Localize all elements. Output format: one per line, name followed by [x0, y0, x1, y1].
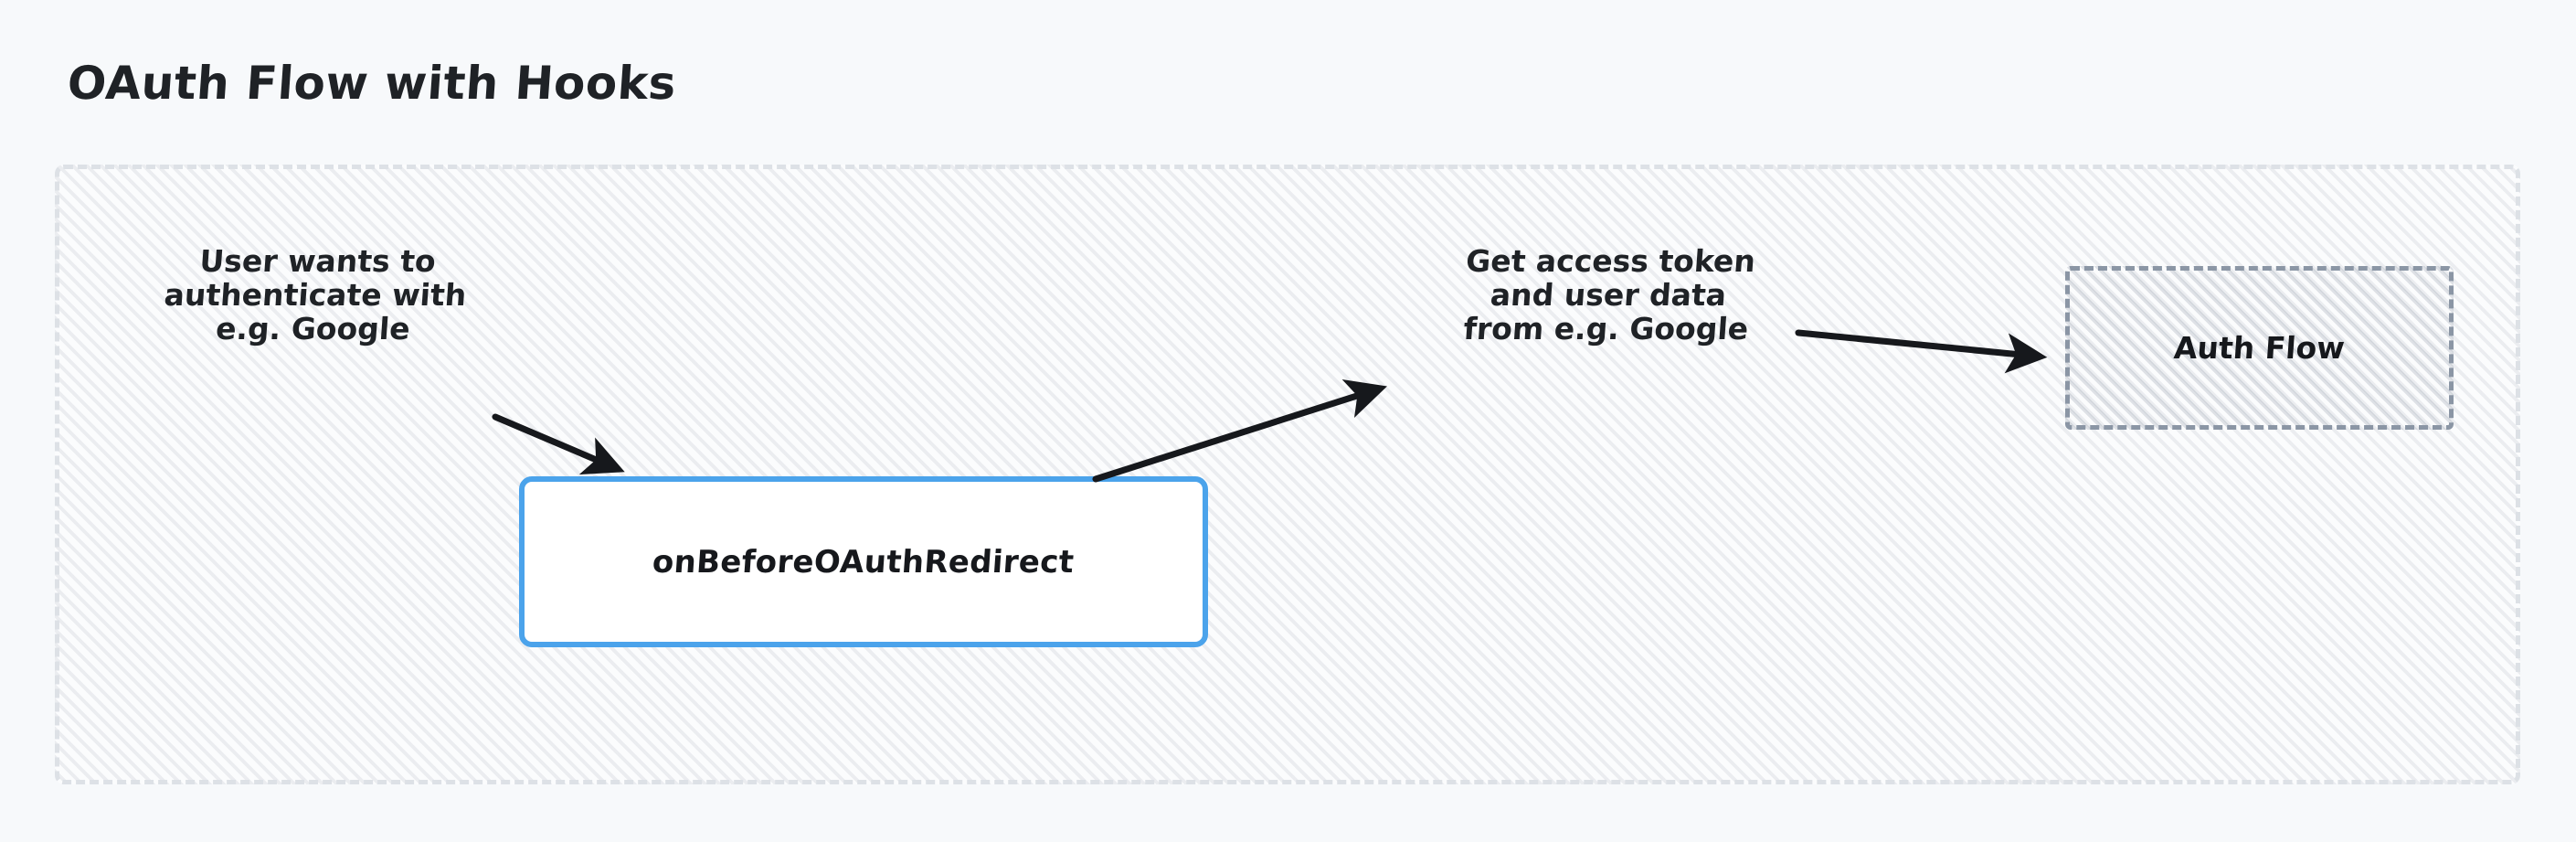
node-auth-flow[interactable]: Auth Flow: [2065, 266, 2454, 430]
node-label: Auth Flow: [2172, 330, 2347, 366]
edge-label-user-to-hook: User wants to authenticate with e.g. Goo…: [163, 243, 468, 346]
page-title: OAuth Flow with Hooks: [65, 57, 678, 110]
node-label: onBeforeOAuthRedirect: [651, 543, 1076, 581]
edge-label-hook-to-provider: Get access token and user data from e.g.…: [1462, 243, 1757, 346]
node-on-before-oauth-redirect[interactable]: onBeforeOAuthRedirect: [519, 476, 1208, 647]
